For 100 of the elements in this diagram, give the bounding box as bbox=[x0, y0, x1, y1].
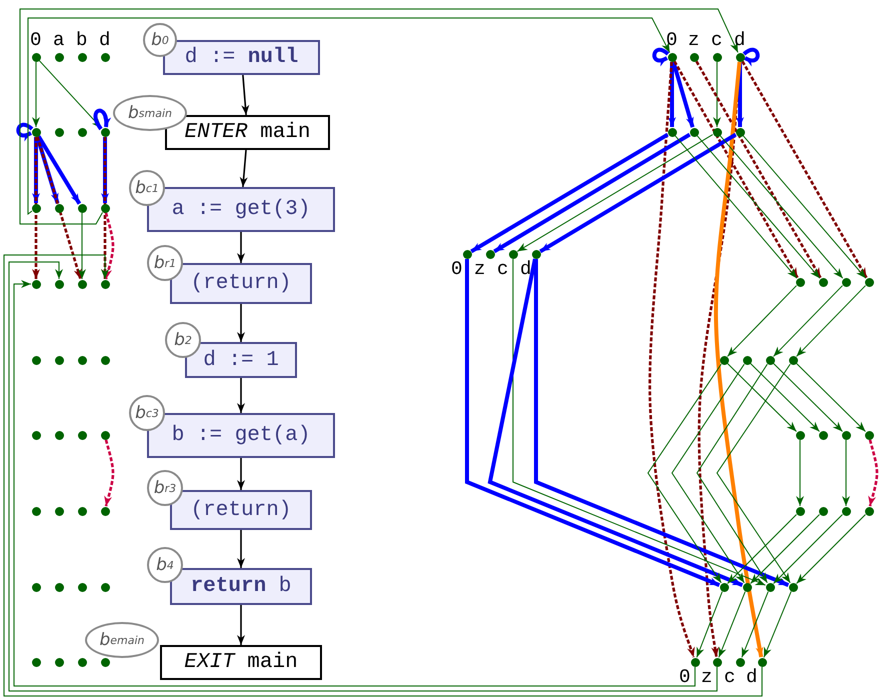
arrow bbox=[465, 259, 720, 587]
arrow bbox=[713, 62, 721, 128]
arrow bbox=[727, 363, 797, 432]
fact-dot bbox=[78, 582, 86, 592]
arrow bbox=[237, 458, 245, 490]
fact-dot bbox=[32, 430, 40, 440]
fact-dot bbox=[100, 280, 110, 288]
arrow bbox=[673, 60, 799, 278]
arrow bbox=[104, 440, 114, 506]
arrow bbox=[750, 363, 820, 432]
fact-dot bbox=[54, 658, 64, 666]
variable-label: d bbox=[746, 668, 758, 686]
arrow bbox=[696, 591, 723, 658]
fact-dot bbox=[818, 278, 828, 286]
variable-label: c bbox=[497, 260, 508, 278]
variable-label: d bbox=[99, 31, 110, 50]
fact-dot bbox=[842, 506, 850, 516]
variable-label: z bbox=[474, 260, 486, 278]
fact-dot bbox=[796, 506, 804, 516]
arrow bbox=[470, 132, 669, 254]
arrow bbox=[716, 364, 791, 584]
arrow bbox=[648, 62, 695, 658]
variable-label: 0 bbox=[679, 668, 690, 686]
fact-dot bbox=[668, 128, 676, 136]
arrow bbox=[38, 60, 102, 129]
arrow bbox=[237, 232, 245, 263]
variable-label: c bbox=[724, 668, 736, 686]
arrow bbox=[237, 378, 245, 413]
fact-dot bbox=[100, 356, 110, 364]
fact-dot bbox=[690, 128, 698, 136]
arrow bbox=[240, 150, 248, 188]
fact-dot bbox=[100, 658, 110, 666]
fact-dot bbox=[78, 658, 86, 666]
variable-label: b bbox=[76, 31, 88, 50]
arrow bbox=[714, 62, 764, 658]
fact-dot bbox=[788, 582, 798, 592]
arrow bbox=[516, 134, 714, 252]
fact-dot bbox=[864, 278, 874, 286]
variable-label: a bbox=[53, 31, 64, 50]
fact-dot bbox=[54, 280, 64, 288]
fact-dot bbox=[742, 356, 752, 364]
arrow bbox=[493, 132, 691, 254]
arrow bbox=[796, 440, 804, 506]
fact-dot bbox=[712, 128, 722, 136]
arrow bbox=[720, 135, 844, 279]
fact-dot bbox=[100, 430, 110, 440]
variable-label: 0 bbox=[30, 31, 42, 50]
fact-dot bbox=[32, 506, 40, 516]
fact-dot bbox=[842, 278, 850, 286]
arrow bbox=[512, 258, 766, 586]
self-loop-arrow bbox=[652, 48, 670, 66]
fact-dot bbox=[78, 506, 86, 516]
fact-dot bbox=[32, 356, 40, 364]
self-loop-arrow bbox=[742, 48, 760, 66]
arrow bbox=[101, 137, 109, 279]
fact-dot bbox=[54, 430, 64, 440]
fact-dot bbox=[32, 204, 40, 212]
arrow bbox=[742, 135, 866, 279]
variable-label: c bbox=[711, 31, 722, 50]
variable-label: d bbox=[520, 260, 532, 278]
fact-dot bbox=[766, 356, 774, 364]
arrow bbox=[36, 136, 82, 280]
fact-dot bbox=[766, 582, 774, 592]
fact-dot bbox=[842, 430, 850, 440]
fact-dot bbox=[54, 356, 64, 364]
variable-label: 0 bbox=[451, 260, 462, 278]
arrow bbox=[671, 364, 745, 584]
arrow bbox=[32, 137, 40, 203]
fact-dot bbox=[32, 582, 40, 592]
arrow bbox=[727, 514, 797, 584]
fact-dot bbox=[742, 582, 752, 592]
fact-dot bbox=[78, 128, 86, 136]
arrow bbox=[237, 304, 245, 342]
arrow bbox=[736, 62, 744, 127]
arrow bbox=[539, 132, 737, 254]
arrow bbox=[868, 440, 878, 506]
fact-dot bbox=[864, 430, 874, 440]
arrow bbox=[28, 18, 670, 215]
fact-dot bbox=[54, 204, 64, 212]
arrow bbox=[763, 591, 792, 658]
arrow bbox=[674, 135, 798, 279]
arrow bbox=[796, 514, 866, 584]
arrow bbox=[488, 258, 744, 587]
fact-dot bbox=[736, 128, 744, 136]
arrow bbox=[796, 285, 866, 357]
arrow bbox=[32, 137, 40, 279]
arrow bbox=[718, 591, 746, 658]
fact-dot bbox=[720, 582, 728, 592]
variable-label: d bbox=[734, 31, 746, 50]
self-loop-arrow bbox=[94, 108, 110, 130]
fact-dot bbox=[818, 506, 828, 516]
arrow bbox=[773, 514, 843, 584]
fact-dot bbox=[78, 356, 86, 364]
variable-label: z bbox=[701, 668, 712, 686]
fact-dot bbox=[54, 582, 64, 592]
fact-dot bbox=[54, 506, 64, 516]
arrow bbox=[796, 363, 866, 432]
arrow bbox=[727, 285, 797, 357]
arrow bbox=[750, 514, 820, 584]
fact-dot bbox=[796, 278, 804, 286]
